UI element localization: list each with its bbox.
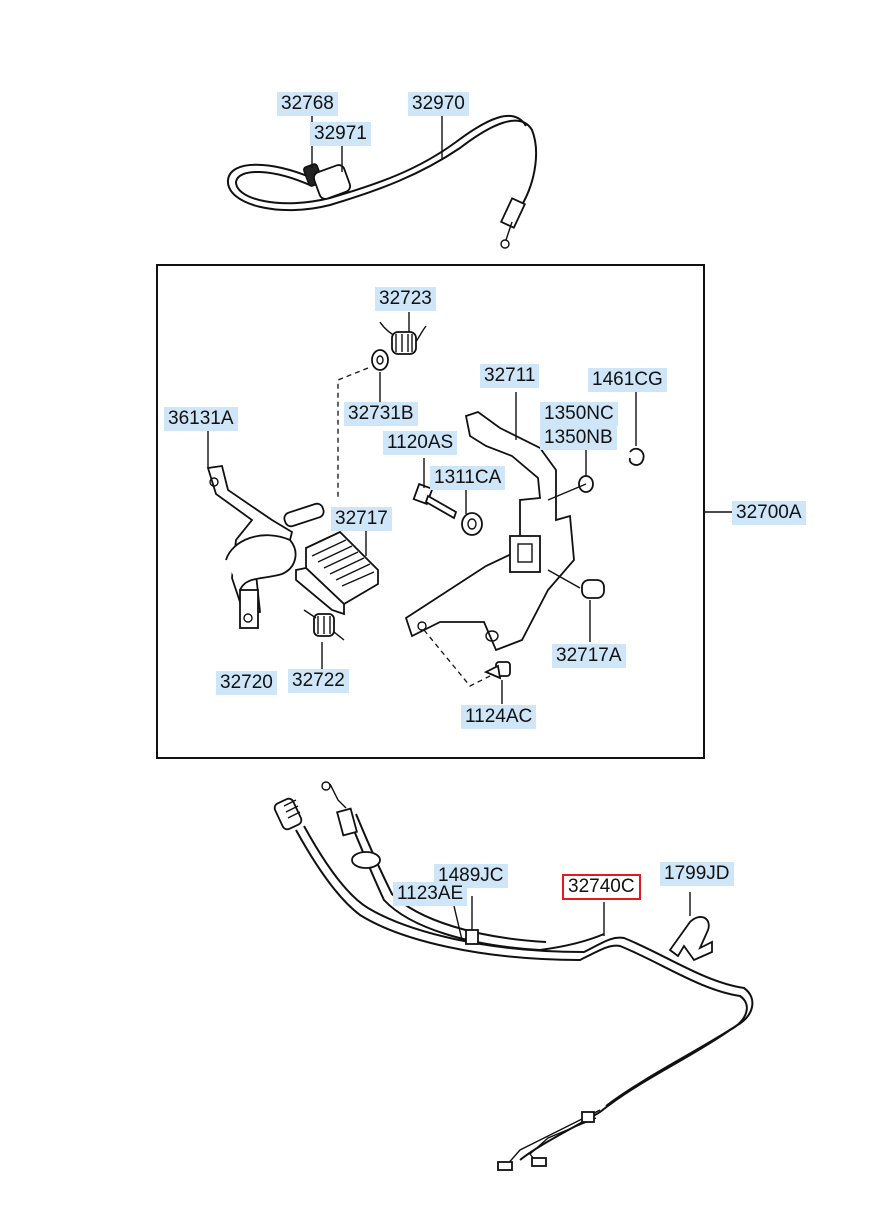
part-label-32731b[interactable]: 32731B (344, 402, 418, 426)
part-label-1123ae[interactable]: 1123AE (393, 882, 468, 906)
part-label-1350nb[interactable]: 1350NB (540, 426, 617, 450)
part-label-32970[interactable]: 32970 (408, 92, 469, 116)
pedal-pad (295, 530, 379, 616)
part-label-32717a[interactable]: 32717A (552, 644, 626, 668)
part-label-32768[interactable]: 32768 (277, 92, 338, 116)
part-label-32720[interactable]: 32720 (216, 671, 277, 695)
stopper-32717a (581, 579, 605, 599)
part-label-32723[interactable]: 32723 (375, 287, 436, 311)
part-label-32700a[interactable]: 32700A (732, 501, 806, 525)
part-label-32740c-selected[interactable]: 32740C (562, 874, 641, 900)
part-label-32722[interactable]: 32722 (288, 669, 349, 693)
pedal-bracket (404, 392, 575, 652)
part-label-1461cg[interactable]: 1461CG (588, 368, 667, 392)
bolt-1120as (412, 458, 458, 520)
part-label-1799jd[interactable]: 1799JD (660, 862, 734, 886)
part-label-32971[interactable]: 32971 (310, 122, 371, 146)
washer-32731b (371, 349, 389, 371)
part-label-1311ca[interactable]: 1311CA (430, 466, 506, 490)
part-label-1120as[interactable]: 1120AS (383, 431, 458, 455)
part-label-1350nc[interactable]: 1350NC (540, 402, 618, 426)
clip-1799jd (668, 892, 713, 962)
spring-32722 (303, 609, 345, 670)
part-label-32717[interactable]: 32717 (331, 507, 392, 531)
nut-1311ca (461, 512, 483, 536)
clip-1461cg (628, 447, 645, 466)
part-label-1489jc[interactable]: 1489JC (434, 864, 508, 888)
pedal-arm (206, 430, 325, 629)
part-label-1124ac[interactable]: 1124AC (461, 705, 537, 729)
spring-32723 (379, 312, 427, 355)
accelerator-cable-lower (273, 781, 754, 1171)
part-label-32711[interactable]: 32711 (480, 364, 540, 388)
accelerator-cable-upper (226, 112, 538, 249)
part-label-36131a[interactable]: 36131A (164, 407, 238, 431)
